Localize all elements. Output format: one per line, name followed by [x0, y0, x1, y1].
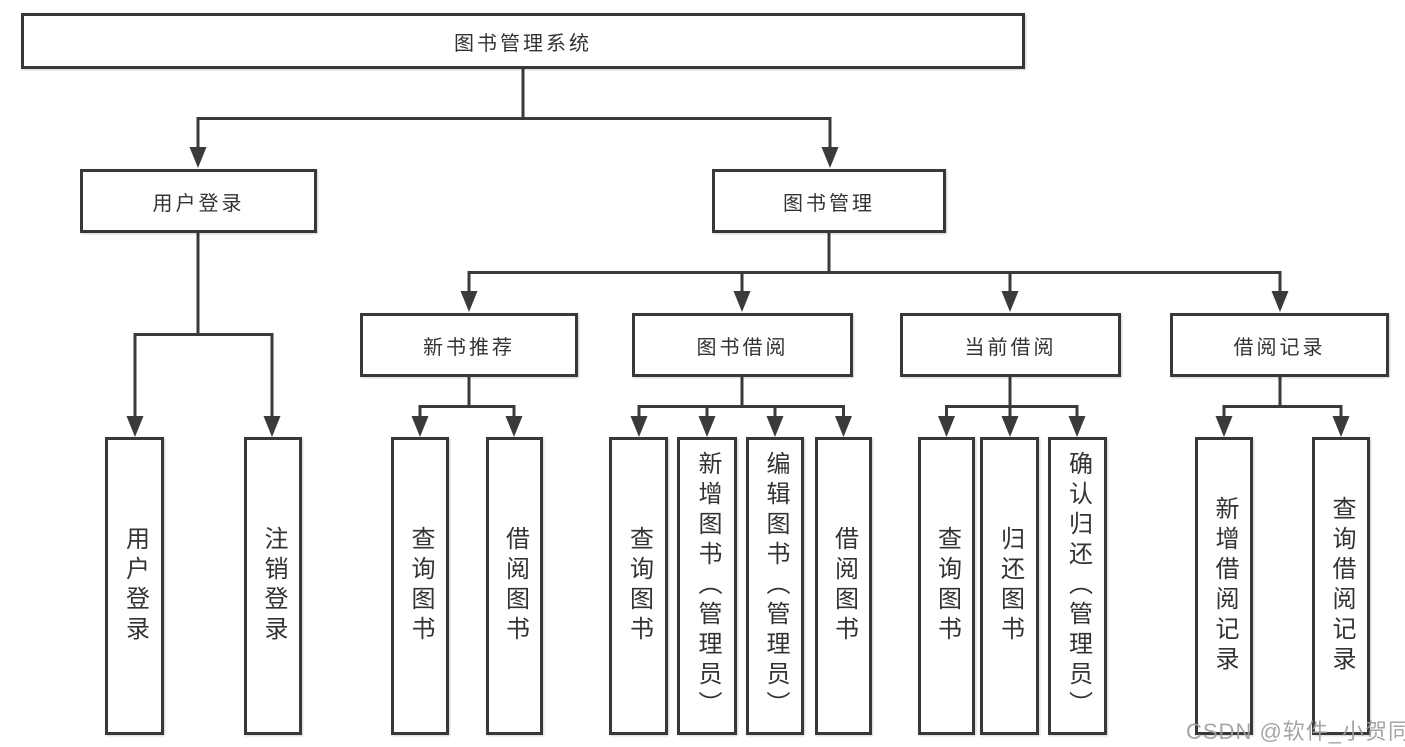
leaf-borrow-book-recommend: 借阅图书: [486, 437, 543, 735]
arrowhead-icon: [821, 147, 839, 168]
arrowhead-icon: [1001, 291, 1019, 312]
node-borrow-record: 借阅记录: [1170, 313, 1389, 377]
node-book-management: 图书管理: [712, 169, 946, 233]
node-label: 图书管理: [783, 192, 875, 215]
node-label: 新书推荐: [423, 336, 515, 359]
arrowhead-icon: [189, 147, 207, 168]
node-label: 借阅图书: [501, 526, 529, 646]
csdn-watermark: CSDN @软件_小贺同学: [1186, 719, 1405, 744]
node-label: 编辑图书（管理员）: [762, 451, 789, 721]
leaf-edit-book-admin: 编辑图书（管理员）: [746, 437, 804, 735]
node-system-root: 图书管理系统: [21, 13, 1025, 69]
node-label: 查询借阅记录: [1328, 496, 1355, 676]
arrowhead-icon: [938, 416, 955, 437]
node-book-borrow: 图书借阅: [632, 313, 853, 377]
connector-currentborrow-to-leaves: [945, 377, 1079, 420]
node-label: 查询图书: [407, 526, 434, 646]
node-label: 新增图书（管理员）: [694, 451, 721, 721]
node-label: 用户登录: [121, 526, 149, 646]
connector-borrowrecord-to-leaves: [1222, 377, 1343, 420]
node-label: 图书借阅: [696, 336, 789, 359]
connector-newbookrec-to-leaves: [418, 377, 516, 420]
node-label: 借阅记录: [1233, 336, 1326, 359]
arrowhead-icon: [460, 291, 478, 312]
arrowhead-icon: [411, 416, 429, 437]
arrowhead-icon: [630, 416, 648, 437]
node-label: 注销登录: [260, 526, 287, 646]
leaf-query-book-recommend: 查询图书: [391, 437, 449, 735]
leaf-return-book: 归还图书: [980, 437, 1039, 735]
leaf-confirm-return-admin: 确认归还（管理员）: [1048, 437, 1107, 735]
node-current-borrow: 当前借阅: [900, 313, 1121, 377]
leaf-user-login: 用户登录: [105, 437, 164, 735]
leaf-query-book-current: 查询图书: [918, 437, 975, 735]
arrowhead-icon: [733, 291, 751, 312]
leaf-query-borrow-record: 查询借阅记录: [1312, 437, 1370, 735]
node-label: 图书管理系统: [454, 32, 592, 55]
arrowhead-icon: [698, 416, 716, 437]
node-label: 借阅图书: [830, 526, 858, 646]
connector-bookborrow-to-leaves: [637, 377, 845, 420]
arrowhead-icon: [1332, 416, 1350, 437]
leaf-add-book-admin: 新增图书（管理员）: [677, 437, 737, 735]
node-label: 用户登录: [152, 192, 245, 215]
leaf-borrow-book: 借阅图书: [815, 437, 872, 735]
node-label: 当前借阅: [964, 336, 1057, 359]
leaf-query-book-borrow: 查询图书: [609, 437, 668, 735]
arrowhead-icon: [1001, 416, 1019, 437]
leaf-logout: 注销登录: [244, 437, 302, 735]
arrowhead-icon: [505, 416, 523, 437]
node-user-login: 用户登录: [80, 169, 317, 233]
arrowhead-icon: [835, 416, 852, 437]
node-label: 新增借阅记录: [1211, 496, 1238, 676]
node-new-book-recommend: 新书推荐: [360, 313, 578, 377]
arrowhead-icon: [263, 416, 281, 437]
leaf-add-borrow-record: 新增借阅记录: [1195, 437, 1253, 735]
arrowhead-icon: [126, 416, 144, 437]
arrowhead-icon: [766, 416, 784, 437]
arrowhead-icon: [1271, 291, 1289, 312]
arrowhead-icon: [1215, 416, 1233, 437]
connector-userlogin-to-leaves: [133, 233, 274, 420]
node-label: 确认归还（管理员）: [1064, 451, 1092, 721]
connector-bookmgmt-to-level3: [467, 233, 1282, 295]
node-label: 查询图书: [933, 526, 961, 646]
node-label: 归还图书: [996, 526, 1024, 646]
arrowhead-icon: [1068, 416, 1086, 437]
connector-root-to-level2: [196, 69, 832, 152]
node-label: 查询图书: [625, 526, 653, 646]
